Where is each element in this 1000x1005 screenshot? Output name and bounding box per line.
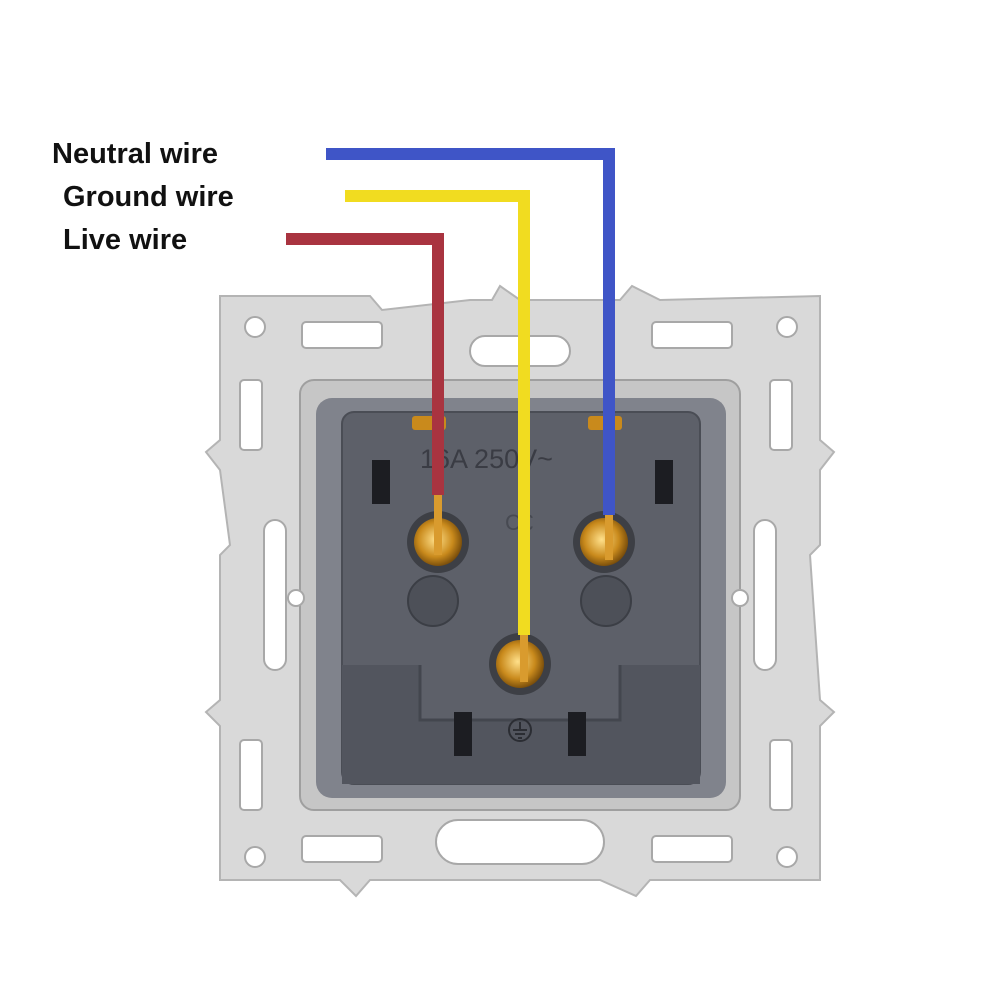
neutral-wire — [253, 148, 615, 560]
neutral-wire-label: Neutral wire — [52, 138, 218, 170]
ground-symbol-icon — [508, 718, 532, 742]
live-wire-label: Live wire — [63, 224, 188, 256]
ground-wire — [271, 190, 530, 682]
live-wire — [213, 233, 444, 555]
ground-wire-label: Ground wire — [63, 181, 234, 213]
